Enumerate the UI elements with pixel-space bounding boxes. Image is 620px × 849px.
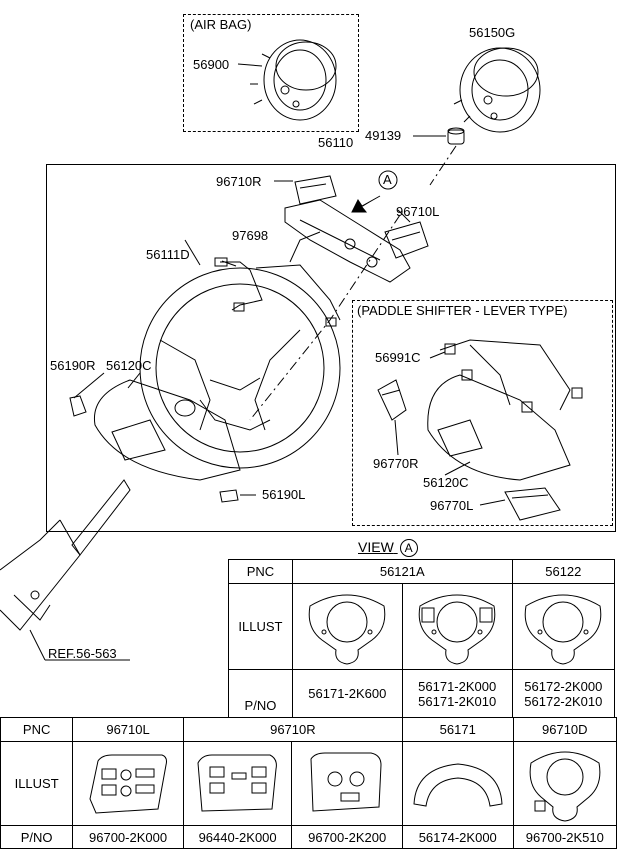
- paddle-shifter-group-box: [352, 300, 613, 526]
- label-part-56190L: 56190L: [262, 487, 306, 502]
- label-part-56110: 56110: [318, 135, 354, 150]
- airbag-module-56150G: [453, 47, 541, 133]
- view-label: VIEW: [358, 539, 394, 555]
- table1-pno-b: 56171-2K000 56171-2K010: [401, 669, 513, 718]
- table1-col-56122: 56122: [511, 559, 616, 584]
- label-part-56991C: 56991C: [375, 350, 421, 365]
- view-title: VIEW A: [358, 539, 418, 557]
- parts-table: PNC 96710L 96710R 56171 96710D ILLUST: [0, 717, 618, 849]
- label-reference: REF.56-563: [48, 646, 117, 661]
- table2-illust-5: [512, 741, 618, 826]
- table1-illust-c: [511, 583, 616, 670]
- table2-pno-header: P/NO: [0, 825, 74, 849]
- label-part-56900: 56900: [193, 57, 230, 72]
- switch-96710R: [274, 175, 337, 205]
- paddle-96770L: [504, 487, 561, 521]
- upper-bracket: [284, 199, 411, 283]
- view-letter: A: [399, 539, 418, 557]
- table1-col-56121A: 56121A: [291, 559, 513, 584]
- table2-pno-4: 56174-2K000: [401, 825, 514, 849]
- table2-col-56171: 56171: [401, 717, 514, 742]
- table2-pno-2: 96440-2K000: [182, 825, 293, 849]
- cover-56190R: [69, 395, 87, 417]
- label-part-56111D: 56111D: [146, 247, 190, 262]
- table2-illust-3: [291, 741, 403, 826]
- cover-56190L: [219, 489, 239, 503]
- table1-pno-c: 56172-2K000 56172-2K010: [511, 669, 616, 718]
- leader-lines: [73, 63, 506, 506]
- table2-col-96710R: 96710R: [182, 717, 403, 742]
- table2-col-96710L: 96710L: [72, 717, 184, 742]
- table2-illust-header: ILLUST: [0, 741, 74, 826]
- switch-illustration-96710R-b: [310, 752, 382, 812]
- cover-illustration-a: [309, 594, 386, 665]
- table1-pnc-header: PNC: [228, 559, 293, 584]
- label-part-97698: 97698: [232, 228, 269, 243]
- label-part-56120C-paddle: 56120C: [423, 475, 469, 490]
- table1-pno-header: P/NO: [228, 669, 293, 718]
- table1-illust-a: [291, 583, 403, 670]
- table1-pno-c1: 56172-2K000: [524, 678, 603, 694]
- label-part-56190R: 56190R: [50, 358, 96, 373]
- wiring-harness-97698: [214, 231, 341, 327]
- cover-illustration-96710D: [529, 751, 601, 822]
- label-part-96770L: 96770L: [430, 498, 474, 513]
- switch-illustration-96710L: [89, 754, 168, 814]
- table2-pnc-header: PNC: [0, 717, 74, 742]
- label-part-56150G: 56150G: [469, 25, 516, 40]
- table1-pno-c2: 56172-2K010: [524, 693, 603, 709]
- switch-illustration-96710R-a: [197, 754, 277, 812]
- table1-illust-header: ILLUST: [228, 583, 293, 670]
- paddle-harness-56991C: [439, 339, 583, 413]
- steering-wheel-56111D: [139, 267, 341, 469]
- table2-pno-5: 96700-2K510: [512, 825, 618, 849]
- table1-pno-b1: 56171-2K000: [418, 678, 497, 694]
- paddle-96770R: [377, 379, 407, 421]
- nut-49139: [413, 127, 465, 145]
- table1-pno-a: 56171-2K600: [291, 669, 403, 718]
- airbag-module-56900: [250, 39, 337, 121]
- table2-illust-2: [182, 741, 293, 826]
- cover-illustration-56171: [413, 762, 503, 807]
- label-part-96770R: 96770R: [373, 456, 419, 471]
- view-a-table: PNC 56121A 56122 ILLUST: [228, 559, 616, 718]
- table2-pno-3: 96700-2K200: [291, 825, 403, 849]
- cover-illustration-b: [418, 594, 496, 665]
- table2-illust-1: [72, 741, 184, 826]
- cover-illustration-c: [525, 594, 602, 665]
- label-part-96710L: 96710L: [396, 204, 440, 219]
- label-part-96710R: 96710R: [216, 174, 262, 189]
- airbag-group-box: [183, 14, 359, 132]
- lower-cover-56120C: [93, 379, 241, 481]
- table1-illust-b: [401, 583, 513, 670]
- switch-96710L: [384, 209, 429, 259]
- table2-col-96710D: 96710D: [512, 717, 618, 742]
- table1-pno-b2: 56171-2K010: [418, 693, 497, 709]
- table2-illust-4: [401, 741, 514, 826]
- table2-pno-1: 96700-2K000: [72, 825, 184, 849]
- steering-column: [0, 479, 131, 661]
- label-part-49139: 49139: [365, 128, 402, 143]
- label-callout-A: A: [383, 172, 392, 187]
- label-paddle-group: (PADDLE SHIFTER - LEVER TYPE): [357, 303, 568, 318]
- label-airbag-group: (AIR BAG): [190, 17, 252, 32]
- label-part-56120C: 56120C: [106, 358, 152, 373]
- steering-assembly-box: [46, 164, 616, 532]
- paddle-cover-56120C: [427, 374, 571, 481]
